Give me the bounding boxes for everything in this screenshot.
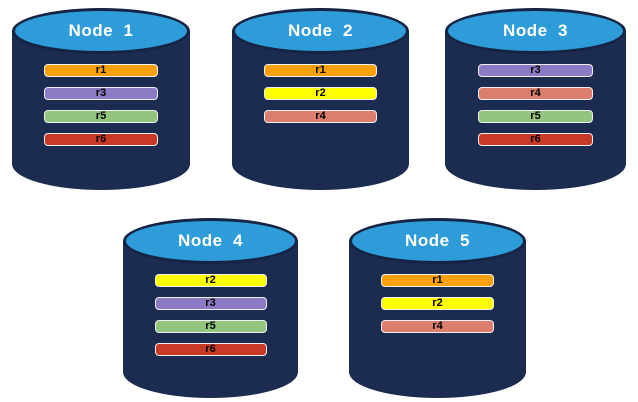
replica-bar: r2 [263,87,378,100]
cylinder-top: Node 3 [445,8,626,54]
replica-label: r1 [432,274,443,286]
replica-bar: r5 [154,320,267,333]
replica-label: r3 [530,64,541,76]
replica-bar: r5 [477,110,594,123]
replica-bar: r1 [380,274,495,287]
replica-label: r2 [432,297,443,309]
cylinder-body [349,241,526,398]
replica-label: r6 [205,343,216,355]
replica-list: r1 r3 r5 r6 [44,64,158,146]
replica-bar: r4 [380,320,495,333]
replica-bar: r6 [44,133,158,146]
node-cylinder-1: Node 1 r1 r3 r5 r6 [12,8,190,190]
replica-label: r6 [530,133,541,145]
replica-label: r5 [95,110,107,122]
cylinder-top: Node 4 [123,218,298,264]
replica-label: r4 [432,320,443,332]
node-cylinder-3: Node 3 r3 r4 r5 r6 [445,8,626,190]
replica-label: r4 [530,87,541,99]
replica-label: r2 [205,274,216,286]
replica-label: r6 [95,133,107,145]
cylinder-top: Node 5 [349,218,526,264]
replica-label: r3 [205,297,216,309]
replica-label: r3 [95,87,107,99]
node-cylinder-5: Node 5 r1 r2 r4 [349,218,526,398]
node-title: Node 3 [503,21,568,40]
replica-list: r3 r4 r5 r6 [477,64,594,146]
replica-label: r2 [315,87,326,99]
replica-list: r1 r2 r4 [380,274,495,333]
replica-bar: r4 [477,87,594,100]
replica-bar: r3 [154,297,267,310]
node-cylinder-4: Node 4 r2 r3 r5 r6 [123,218,298,398]
replica-list: r2 r3 r5 r6 [154,274,267,356]
replica-bar: r6 [154,343,267,356]
replica-bar: r5 [44,110,158,123]
cylinder-top: Node 1 [12,8,190,54]
node-title: Node 2 [288,21,353,40]
node-title: Node 5 [405,231,470,250]
replica-label: r1 [315,64,326,76]
replica-bar: r3 [477,64,594,77]
node-title: Node 4 [178,231,243,250]
replica-label: r5 [530,110,541,122]
replica-label: r1 [95,64,107,76]
replica-bar: r3 [44,87,158,100]
replica-bar: r1 [263,64,378,77]
replica-label: r4 [315,110,326,122]
cylinder-top: Node 2 [232,8,409,54]
replica-bar: r6 [477,133,594,146]
node-cylinder-2: Node 2 r1 r2 r4 [232,8,409,190]
replica-label: r5 [205,320,216,332]
replica-bar: r4 [263,110,378,123]
replica-bar: r1 [44,64,158,77]
replica-list: r1 r2 r4 [263,64,378,123]
replica-bar: r2 [154,274,267,287]
cylinder-body [123,241,298,398]
node-title: Node 1 [68,21,134,40]
replica-bar: r2 [380,297,495,310]
